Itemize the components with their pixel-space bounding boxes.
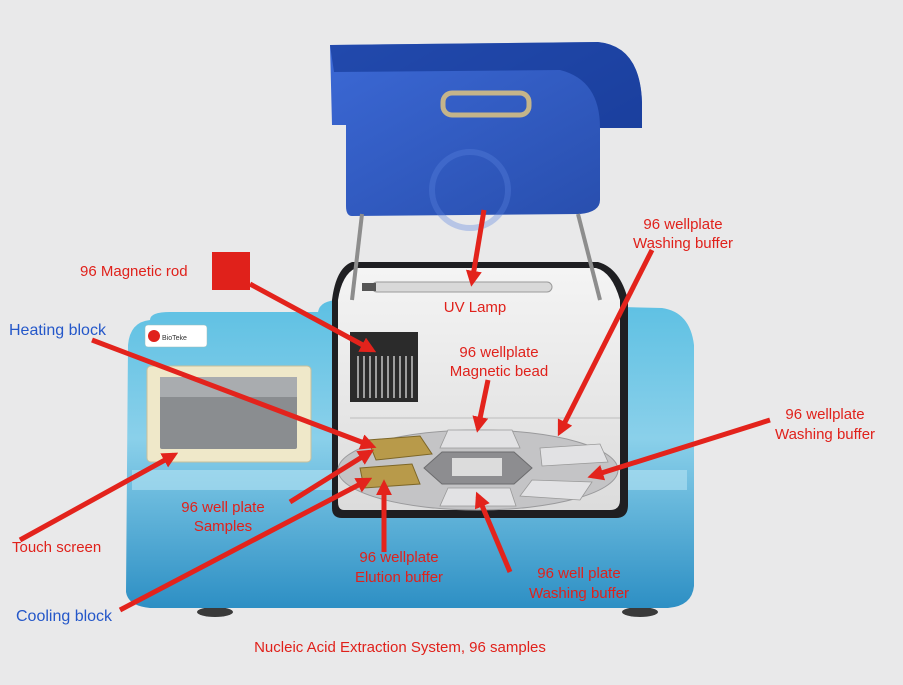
label-washing-right-line2: Washing buffer (774, 426, 876, 443)
annotation-arrows (18, 209, 771, 613)
lid-emblem (429, 149, 511, 231)
label-heating-block: Heating block (9, 322, 106, 339)
uv-lamp-tube (371, 281, 553, 293)
label-cooling-block: Cooling block (16, 608, 113, 625)
arrow-washing-top (557, 248, 655, 437)
touch-screen-glare (160, 377, 297, 397)
label-washing-bottom-line2: Washing buffer (528, 585, 630, 602)
magnetic-rods (357, 356, 413, 398)
label-washing-right-line1: 96 wellplate (785, 406, 865, 423)
elution-plate (359, 463, 421, 489)
label-washing-top-line2: Washing buffer (632, 235, 734, 252)
gas-strut (350, 213, 364, 301)
label-elution-line1: 96 wellplate (359, 549, 439, 566)
label-samples-line1: 96 well plate (181, 499, 265, 516)
lid (330, 42, 642, 216)
arrow-samples (288, 449, 375, 505)
uv-lamp-cap (362, 283, 376, 291)
caption: Nucleic Acid Extraction System, 96 sampl… (254, 639, 546, 656)
arrow-uv-lamp (465, 209, 487, 287)
logo-badge (144, 324, 208, 348)
foot (197, 607, 233, 617)
lid-top-edge (330, 42, 642, 128)
marker-square (212, 252, 250, 290)
label-magnetic-bead-line1: 96 wellplate (459, 344, 539, 361)
arrow-magnetic-rod (248, 281, 377, 353)
arrow-cooling-block (118, 477, 373, 613)
label-magnetic-bead-line2: Magnetic bead (449, 363, 549, 380)
logo-icon (148, 330, 160, 342)
turntable-slot (439, 429, 521, 449)
label-washing-top-line1: 96 wellplate (643, 216, 723, 233)
label-touch-screen: Touch screen (12, 539, 102, 556)
gas-strut (576, 213, 602, 301)
hub-label (452, 458, 502, 476)
logo-text: BioTeke (162, 335, 187, 342)
label-uv-lamp: UV Lamp (443, 299, 507, 316)
label-samples-line2: Samples (193, 518, 253, 535)
label-washing-bottom-line1: 96 well plate (537, 565, 621, 582)
label-magnetic-rod: 96 Magnetic rod (80, 263, 188, 280)
arrow-heating-block (91, 337, 377, 450)
lid-handle (440, 90, 532, 118)
arrow-touch-screen (18, 452, 179, 543)
arrow-washing-bottom (474, 491, 513, 573)
arrow-washing-right (587, 417, 771, 481)
foot (622, 607, 658, 617)
turntable-slot (539, 443, 609, 467)
arrow-magnetic-bead (472, 379, 491, 433)
label-elution-line2: Elution buffer (354, 569, 444, 586)
turntable-slot (519, 479, 593, 501)
